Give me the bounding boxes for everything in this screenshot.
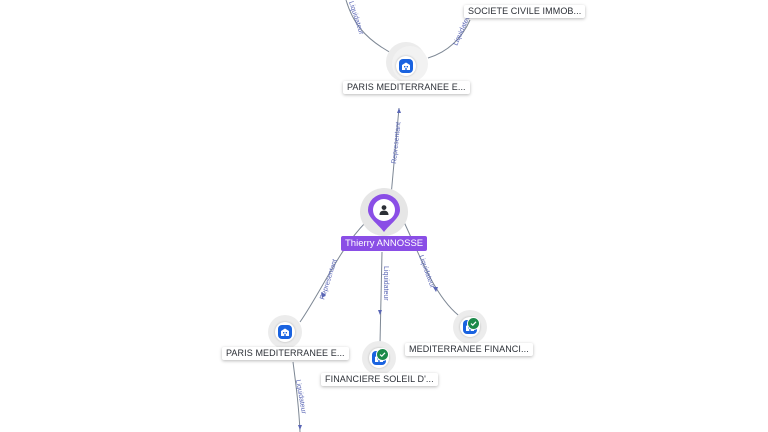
company-node-paris-med-top[interactable] — [386, 42, 428, 82]
building-icon — [399, 59, 413, 73]
edge-label-liquidateur-down: Liquidateur — [382, 266, 389, 301]
edge-label-liquidateur-bottom: Liquidateur — [294, 379, 307, 415]
edge-liquidateur-down — [379, 251, 383, 345]
edge-representant-up — [390, 107, 400, 197]
company-label-paris-med-bottom[interactable]: PARIS MEDITERRANEE E... — [222, 347, 349, 360]
arrow-liquidateur-right — [433, 287, 438, 292]
check-icon — [376, 348, 389, 361]
building-icon — [463, 317, 480, 334]
person-node[interactable] — [360, 188, 408, 236]
person-name-label[interactable]: Thierry ANNOSSE — [341, 236, 428, 251]
building-icon — [278, 325, 292, 339]
edge-label-liquidateur-top-left: Liquidateur — [347, 0, 365, 36]
arrow-liquidateur-bottom — [298, 425, 302, 430]
edge-representant-left — [299, 221, 367, 323]
company-label-financiere-soleil[interactable]: FINANCIERE SOLEIL D'... — [321, 373, 438, 386]
company-label-sci[interactable]: SOCIETE CIVILE IMMOB... — [464, 5, 586, 18]
edge-label-representant-left: Representant — [319, 258, 339, 300]
edge-liquidateur-top-right — [427, 19, 471, 59]
company-node-paris-med-bottom[interactable] — [268, 315, 302, 349]
building-icon — [372, 348, 389, 365]
edge-label-representant-up: Representant — [391, 122, 402, 165]
check-icon — [467, 317, 480, 330]
company-node-mediterranee-financi[interactable] — [453, 310, 487, 344]
person-icon — [379, 205, 389, 215]
arrow-representant-up — [397, 108, 401, 113]
arrow-liquidateur-down — [378, 310, 382, 315]
company-node-financiere-soleil[interactable] — [362, 341, 396, 375]
edge-liquidateur-right — [403, 221, 463, 319]
arrow-representant-left — [321, 292, 326, 298]
edge-label-liquidateur-right: Liquidateur — [417, 254, 436, 290]
edge-liquidateur-top-left — [345, 0, 396, 56]
company-label-paris-med-top[interactable]: PARIS MEDITERRANEE E... — [343, 81, 470, 94]
company-label-mediterranee-financi[interactable]: MEDITERRANEE FINANCI... — [405, 343, 533, 356]
